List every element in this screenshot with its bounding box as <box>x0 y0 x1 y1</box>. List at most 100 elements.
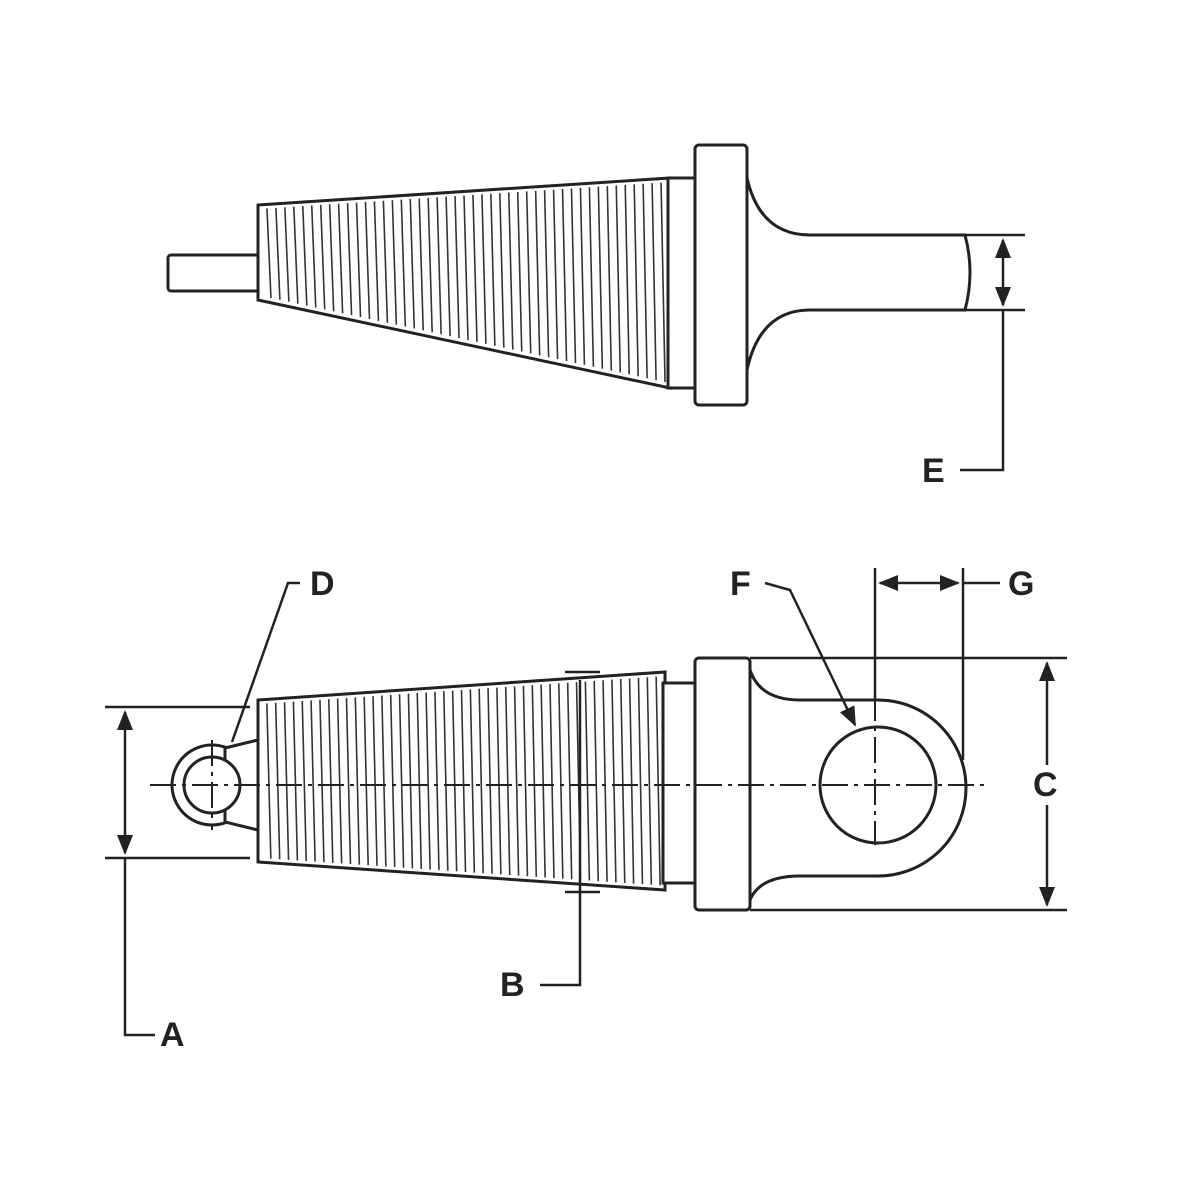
thread-line <box>372 696 378 866</box>
thread-lines-bottom <box>266 676 661 886</box>
thread-line <box>655 676 661 886</box>
thread-line <box>400 199 407 327</box>
label-d: D <box>310 565 335 603</box>
thread-line <box>310 700 316 862</box>
bottom-view-part <box>150 656 985 912</box>
dimension-b <box>540 670 600 987</box>
thread-line <box>293 206 299 304</box>
thread-line <box>266 208 272 298</box>
thread-line <box>292 701 299 861</box>
thread-line <box>507 192 514 350</box>
thread-line <box>552 189 559 360</box>
label-a: A <box>160 1016 185 1054</box>
thread-line <box>611 679 617 883</box>
thread-line <box>454 196 460 339</box>
thread-line <box>624 184 631 375</box>
thread-line <box>327 699 334 863</box>
label-g: G <box>1008 565 1035 603</box>
thread-line <box>490 193 496 346</box>
thread-line <box>445 196 451 337</box>
thread-line <box>651 183 657 381</box>
thread-line <box>460 689 467 873</box>
thread-line <box>427 197 433 333</box>
thread-line <box>628 678 635 884</box>
thread-line <box>319 204 326 310</box>
thread-line <box>355 202 362 318</box>
thread-line <box>310 205 317 308</box>
thread-line <box>391 200 398 325</box>
thread-line <box>660 182 666 383</box>
thread-line <box>499 193 505 348</box>
thread-line <box>637 677 644 885</box>
thread-line <box>319 699 325 863</box>
thread-line <box>301 700 308 862</box>
thread-line <box>584 681 591 881</box>
thread-line <box>534 190 541 356</box>
thread-line <box>346 203 353 316</box>
thread-line <box>345 697 352 865</box>
thread-line <box>284 207 290 302</box>
thread-line <box>516 191 523 352</box>
thread-line <box>513 686 520 876</box>
thread-line <box>606 186 613 371</box>
thread-line <box>336 698 343 864</box>
thread-line <box>642 183 648 379</box>
thread-line <box>570 188 577 363</box>
thread-line <box>602 680 608 882</box>
thread-line <box>561 189 568 362</box>
thread-line <box>381 695 387 867</box>
dimension-c <box>750 656 1067 912</box>
label-b: B <box>500 966 525 1004</box>
thread-line <box>472 194 478 342</box>
thread-line <box>646 677 653 885</box>
thread-line <box>487 688 493 874</box>
thread-line <box>283 702 290 860</box>
thread-line <box>436 197 442 335</box>
pin-end <box>166 253 262 293</box>
thread-line <box>416 693 423 869</box>
thread-line <box>481 194 487 344</box>
top-view-part <box>166 143 972 407</box>
collar <box>661 681 697 885</box>
thread-line <box>549 683 555 879</box>
thread-line <box>425 692 431 870</box>
dimension-g <box>873 568 1000 760</box>
thread-line <box>531 685 538 877</box>
thread-line <box>328 204 335 312</box>
thread-line <box>301 206 308 306</box>
thread-line <box>364 201 371 319</box>
thread-line <box>469 689 476 873</box>
label-e: E <box>922 452 945 490</box>
leader-d <box>230 581 300 743</box>
collar <box>666 176 698 390</box>
thread-line <box>593 680 600 882</box>
thread-line <box>633 184 639 377</box>
thread-line <box>615 185 622 373</box>
thread-line <box>451 690 458 872</box>
thread-line <box>496 687 502 875</box>
thread-line <box>274 702 281 860</box>
thread-line <box>588 187 595 367</box>
thread-line <box>337 203 344 314</box>
thread-line <box>522 685 529 877</box>
leader-f <box>764 581 857 727</box>
thread-line <box>434 691 440 871</box>
shaft <box>745 177 972 371</box>
thread-line <box>363 696 369 866</box>
thread-line <box>579 187 586 365</box>
thread-line <box>354 697 361 865</box>
thread-line <box>540 684 546 878</box>
thread-line <box>266 703 272 859</box>
thread-line <box>619 679 626 883</box>
thread-line <box>597 186 604 369</box>
thread-line <box>407 693 414 869</box>
thread-line <box>389 694 396 868</box>
thread-line <box>443 691 449 871</box>
thread-line <box>525 191 532 354</box>
thread-lines-top <box>266 182 666 383</box>
thread-line <box>418 198 425 331</box>
label-c: C <box>1033 766 1058 804</box>
thread-line <box>382 200 389 323</box>
